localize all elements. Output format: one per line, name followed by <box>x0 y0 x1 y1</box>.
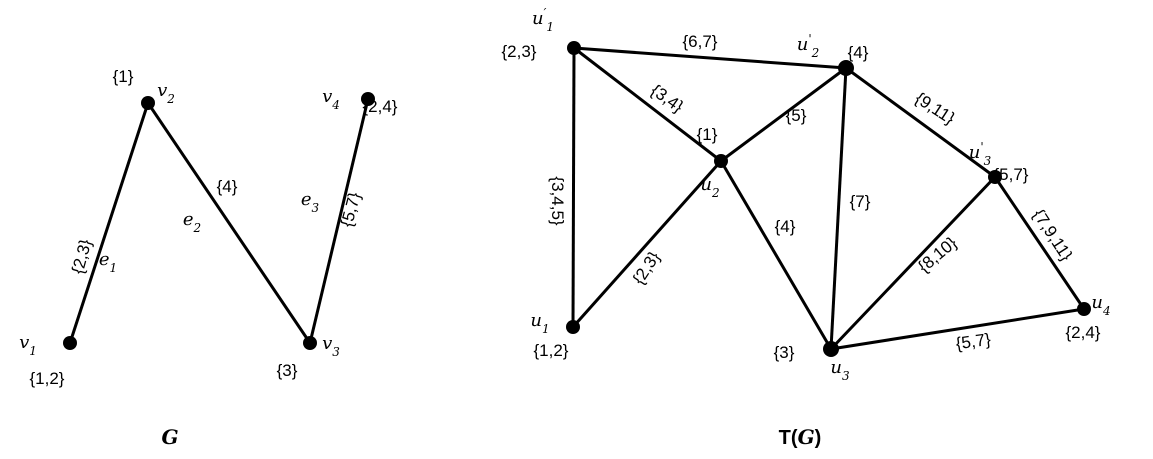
edge-label-e3: e3 <box>301 189 320 215</box>
vertex-u2 <box>714 154 728 168</box>
edge-u2p-u3 <box>829 67 848 350</box>
vertex-u4 <box>1077 302 1091 316</box>
edge-u2-u1 <box>571 160 723 328</box>
vertex-label-v3: v3 <box>322 333 340 359</box>
edge-u3p-u3 <box>829 175 997 351</box>
edge-e2 <box>146 102 312 344</box>
vertex-u1 <box>566 320 580 334</box>
vertex-u2p <box>838 60 854 76</box>
edge-e3 <box>308 98 370 344</box>
vertex-label-u2: u2 <box>700 174 719 200</box>
vertex-set-v2: {1} <box>113 67 134 86</box>
edge-e1 <box>68 102 150 344</box>
vertex-v3 <box>303 336 317 350</box>
edge-u1p-u1 <box>571 47 576 328</box>
edge-set-u1p-u2: {3,4} <box>647 81 687 117</box>
vertex-set-u3p: {5,7} <box>994 165 1029 184</box>
vertex-set-v4: {2,4} <box>363 97 398 116</box>
vertex-label-u2p: u'2 <box>797 32 820 60</box>
edge-set-u1p-u1: {3,4,5} <box>548 176 567 225</box>
edge-u2-u2p <box>720 66 847 163</box>
vertex-set-u1: {1,2} <box>534 341 569 360</box>
vertex-label-u3p: u'3 <box>969 140 992 168</box>
edge-set-e3: {5,7} <box>337 190 364 229</box>
edge-set-u3-u4: {5,7} <box>955 330 993 354</box>
vertex-u3p <box>988 170 1002 184</box>
edge-u2p-u3p <box>845 66 996 179</box>
vertex-set-v1: {1,2} <box>30 369 65 388</box>
edge-set-u2-u2p: {5} <box>786 106 807 125</box>
edge-set-e1: {2,3} <box>68 237 95 276</box>
vertex-label-u4: u4 <box>1091 292 1110 318</box>
edge-label-e2: e2 <box>183 209 201 235</box>
edge-set-u2-u3: {4} <box>775 217 796 236</box>
vertex-set-u3: {3} <box>774 343 795 362</box>
edge-u3p-u4 <box>993 176 1086 310</box>
vertex-set-u4: {2,4} <box>1066 323 1101 342</box>
graph-tg-title: T(G) <box>779 425 822 449</box>
vertex-label-u3: u3 <box>830 357 850 383</box>
edge-set-e2: {4} <box>217 177 238 196</box>
vertex-u1p <box>567 41 581 55</box>
edge-u1p-u2p <box>573 46 847 70</box>
edge-set-u2p-u3: {7} <box>850 192 871 211</box>
vertex-set-u2: {1} <box>697 125 718 144</box>
vertex-label-v1: v1 <box>19 332 37 358</box>
vertex-u3 <box>823 341 839 357</box>
graph-g-title: G <box>161 425 178 449</box>
vertex-label-v4: v4 <box>322 86 340 112</box>
vertex-set-u2p: {4} <box>848 43 869 62</box>
edge-set-u3p-u4: {7,9,11} <box>1029 206 1076 265</box>
vertex-v4 <box>361 92 375 106</box>
edge-u2-u3 <box>719 160 833 350</box>
edge-u1p-u2 <box>573 46 722 163</box>
vertex-set-u1p: {2,3} <box>502 42 537 61</box>
edge-set-u2-u1: {2,3} <box>629 248 664 288</box>
vertex-set-v3: {3} <box>277 361 298 380</box>
vertex-label-u1: u1 <box>530 310 549 336</box>
edge-label-e1: e1 <box>99 249 117 275</box>
vertex-v1 <box>63 336 77 350</box>
edge-set-u1p-u2p: {6,7} <box>683 32 718 51</box>
vertex-label-v2: v2 <box>157 80 175 106</box>
vertex-label-u1p: u′1 <box>532 6 554 34</box>
edge-set-u3p-u3: {8,10} <box>914 233 961 276</box>
edge-u3-u4 <box>830 307 1085 351</box>
vertex-v2 <box>141 96 155 110</box>
